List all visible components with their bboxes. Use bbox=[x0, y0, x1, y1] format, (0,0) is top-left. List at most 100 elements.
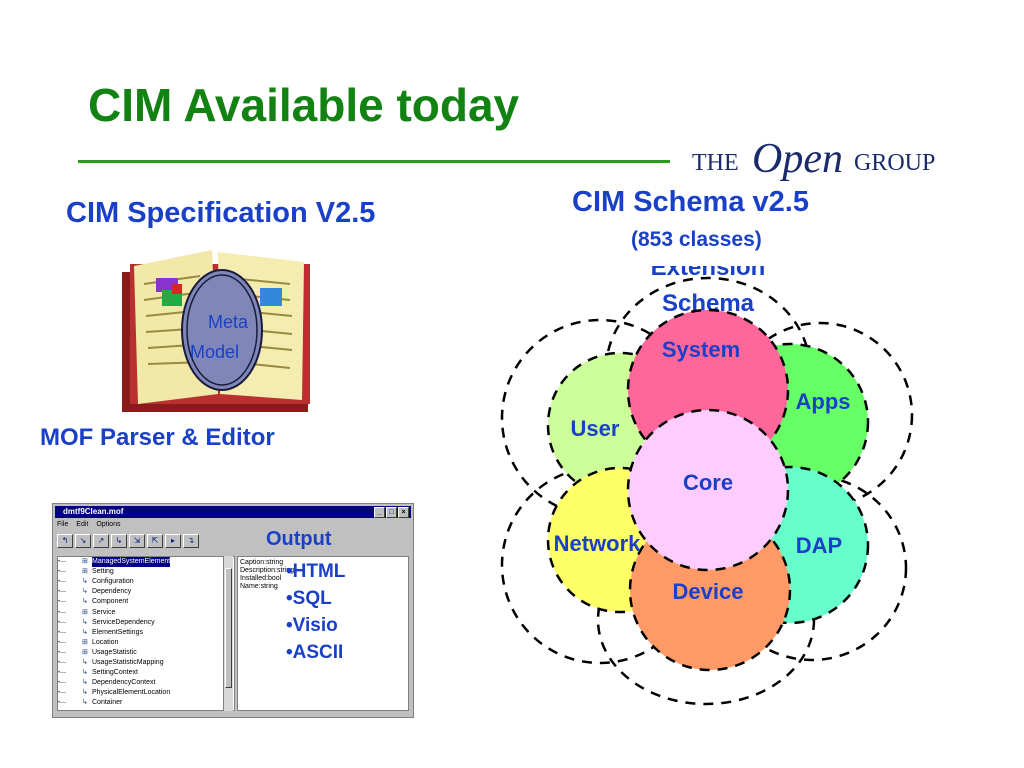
tree-connector: •— bbox=[58, 639, 67, 646]
tree-item[interactable]: •— ↳ Component bbox=[58, 597, 234, 607]
menu-file[interactable]: File bbox=[57, 521, 69, 528]
toolbar-button[interactable]: ↴ bbox=[183, 534, 199, 548]
logo-group: GROUP bbox=[854, 150, 935, 176]
class-tree[interactable]: •— ⊞ ManagedSystemElement •— ⊞ Setting •— ↳ Conf… bbox=[57, 556, 235, 711]
tree-item[interactable]: •— ⊞ Location bbox=[58, 638, 234, 648]
tree-item[interactable]: •— ↳ PhysicalElementLocation bbox=[58, 688, 234, 698]
slide-title: CIM Available today bbox=[88, 79, 520, 131]
book-label-meta: Meta bbox=[208, 312, 249, 332]
book-label-model: Model bbox=[190, 342, 239, 362]
property-item: Installed:bool bbox=[240, 575, 282, 582]
core-circle bbox=[626, 408, 790, 572]
tree-item[interactable]: •— ⊞ Setting bbox=[58, 567, 234, 577]
cim-schema-venn-diagram: Extension Schema System Apps User Core N… bbox=[500, 266, 914, 706]
tree-connector: •— bbox=[58, 629, 67, 636]
tree-item-label: UsageStatisticMapping bbox=[92, 658, 164, 666]
plus-box-icon: ⊞ bbox=[82, 608, 88, 616]
tree-connector: •— bbox=[58, 659, 67, 666]
mof-label: MOF Parser & Editor bbox=[40, 424, 275, 451]
tree-item-label: SettingContext bbox=[92, 669, 138, 677]
arrow-icon: ↳ bbox=[82, 598, 88, 606]
output-title: Output bbox=[266, 528, 332, 550]
core-label: Core bbox=[683, 470, 733, 495]
maximize-button[interactable]: □ bbox=[386, 507, 397, 518]
toolbar-button[interactable]: ↳ bbox=[111, 534, 127, 548]
logo-open: Open bbox=[752, 136, 843, 182]
output-item: •Visio bbox=[286, 615, 338, 636]
toolbar-button[interactable]: ↘ bbox=[75, 534, 91, 548]
plus-box-icon: ⊞ bbox=[82, 558, 88, 566]
tree-item[interactable]: •—↳Container bbox=[58, 698, 234, 708]
tree-item[interactable]: •—↳Dependency bbox=[58, 587, 234, 597]
menu-edit[interactable]: Edit bbox=[76, 521, 89, 528]
output-item: •ASCII bbox=[286, 642, 344, 663]
tree-item-label: Location bbox=[92, 638, 119, 646]
window-titlebar[interactable]: dmtf9Clean.mof _ □ × bbox=[55, 506, 411, 518]
tree-item[interactable]: •—⊞Service bbox=[58, 607, 234, 617]
tree-item-label: Component bbox=[92, 598, 129, 606]
tree-item[interactable]: •— ↳ ServiceDependency bbox=[58, 618, 234, 628]
user-label: User bbox=[571, 416, 620, 441]
system-label: System bbox=[662, 337, 740, 362]
device-label: Device bbox=[673, 579, 744, 604]
tree-item-label: ManagedSystemElement bbox=[92, 557, 171, 568]
tree-item[interactable]: •—⊞UsageStatistic bbox=[58, 648, 234, 658]
tree-connector: •— bbox=[58, 579, 67, 586]
tree-item-label: ElementSettings bbox=[92, 628, 143, 636]
close-button[interactable]: × bbox=[398, 507, 409, 518]
arrow-icon: ↳ bbox=[82, 699, 88, 707]
property-item: Description:string bbox=[240, 567, 295, 574]
plus-box-icon: ⊞ bbox=[82, 648, 88, 656]
toolbar-button[interactable]: ↰ bbox=[57, 534, 73, 548]
property-item: Caption:string bbox=[240, 559, 284, 566]
window-title: dmtf9Clean.mof bbox=[63, 507, 124, 516]
tree-connector: •— bbox=[58, 569, 67, 576]
tree-connector: •— bbox=[58, 670, 67, 677]
plus-box-icon: ⊞ bbox=[82, 568, 88, 576]
arrow-icon: ↳ bbox=[82, 669, 88, 677]
tree-item-label: PhysicalElementLocation bbox=[92, 689, 171, 697]
tree-item[interactable]: •—↳ElementSettings bbox=[58, 628, 234, 638]
arrow-icon: ↳ bbox=[82, 618, 88, 626]
properties-pane: Caption:string Description:string Instal… bbox=[237, 556, 409, 711]
toolbar-button[interactable]: ⇲ bbox=[129, 534, 145, 548]
arrow-icon: ↳ bbox=[82, 588, 88, 596]
tree-connector: •— bbox=[58, 680, 67, 687]
tree-connector: •— bbox=[58, 609, 67, 616]
output-item: •HTML bbox=[286, 561, 346, 582]
tree-connector: •— bbox=[58, 559, 67, 566]
tree-item-label: Configuration bbox=[92, 578, 134, 586]
minimize-button[interactable]: _ bbox=[374, 507, 385, 518]
toolbar-button[interactable]: ↗ bbox=[93, 534, 109, 548]
tree-connector: •— bbox=[58, 599, 67, 606]
tree-connector: •— bbox=[58, 619, 67, 626]
network-label: Network bbox=[554, 531, 642, 556]
output-list: •HTML •SQL •Visio •ASCII bbox=[286, 558, 345, 666]
tree-connector: •— bbox=[58, 589, 67, 596]
title-rule bbox=[78, 160, 670, 163]
arrow-icon: ↳ bbox=[82, 689, 88, 697]
tree-item[interactable]: •— ↳ UsageStatisticMapping bbox=[58, 658, 234, 668]
scrollbar-thumb[interactable] bbox=[225, 568, 232, 688]
tree-item[interactable]: •—↳DependencyContext bbox=[58, 678, 234, 688]
tree-item[interactable]: •— ↳ Configuration bbox=[58, 577, 234, 587]
plus-box-icon: ⊞ bbox=[82, 638, 88, 646]
spec-title: CIM Specification V2.5 bbox=[66, 197, 376, 229]
tree-scrollbar[interactable] bbox=[223, 556, 233, 711]
schema-title: CIM Schema v2.5 bbox=[572, 186, 809, 218]
tree-item[interactable]: •— ↳ SettingContext bbox=[58, 668, 234, 678]
toolbar-button[interactable]: ▸ bbox=[165, 534, 181, 548]
tree-item-label: Container bbox=[92, 699, 123, 707]
logo-the: THE bbox=[692, 150, 739, 176]
tree-connector: •— bbox=[58, 649, 67, 656]
tree-item-label: ServiceDependency bbox=[92, 618, 155, 626]
tree-item-label: Setting bbox=[92, 568, 114, 576]
arrow-icon: ↳ bbox=[82, 578, 88, 586]
arrow-icon: ↳ bbox=[82, 658, 88, 666]
tree-item[interactable]: •— ⊞ ManagedSystemElement bbox=[58, 557, 234, 568]
toolbar-button[interactable]: ⇱ bbox=[147, 534, 163, 548]
property-item: Name:string bbox=[240, 583, 278, 590]
menu-options[interactable]: Options bbox=[96, 521, 121, 528]
output-item: •SQL bbox=[286, 588, 332, 609]
tree-connector: •— bbox=[58, 690, 67, 697]
